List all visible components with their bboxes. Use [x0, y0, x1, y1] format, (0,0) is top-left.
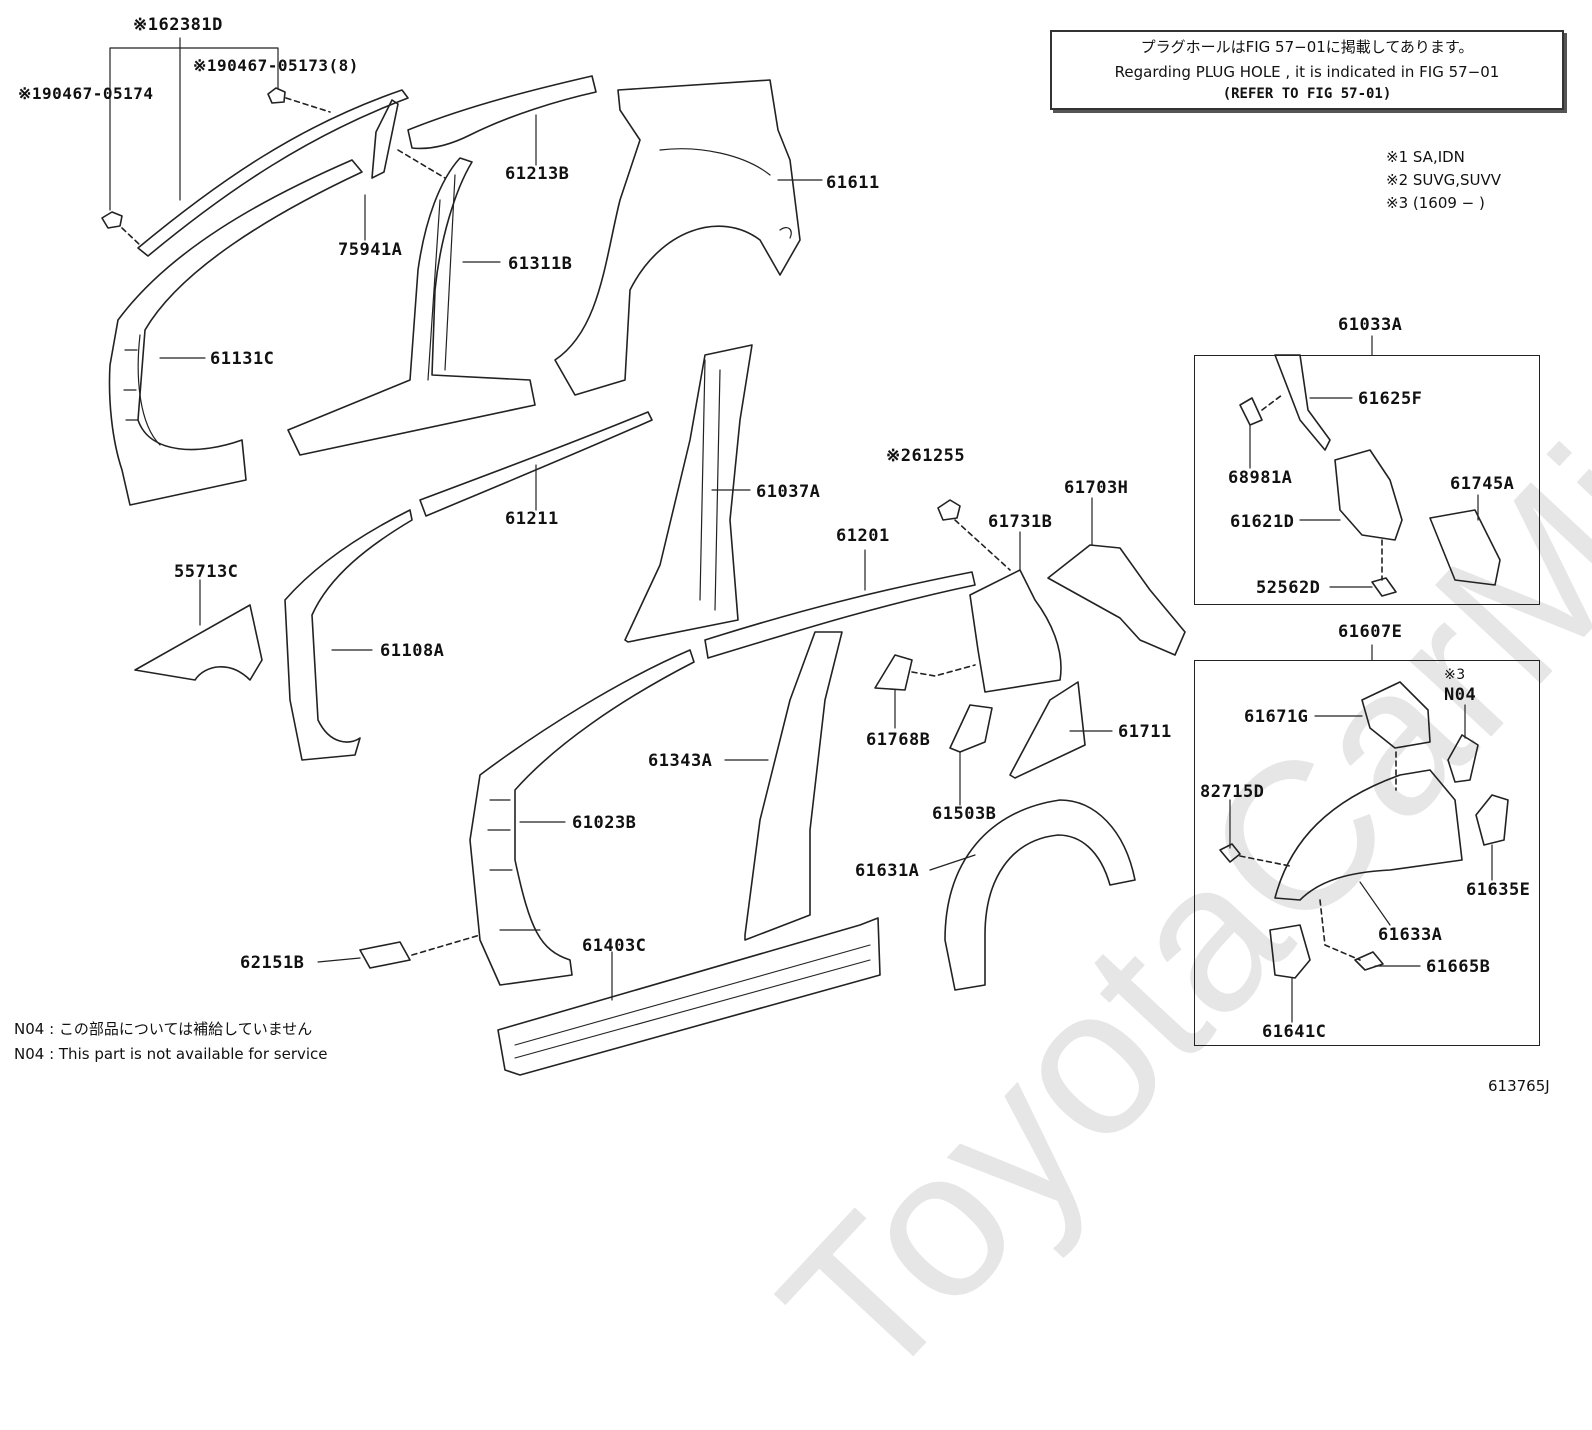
label-61711: 61711	[1118, 722, 1172, 742]
label-61403C: 61403C	[582, 936, 647, 956]
label-52562D: 52562D	[1256, 578, 1321, 598]
label-61768B: 61768B	[866, 730, 931, 750]
part-61131C-shape	[108, 159, 363, 506]
diagram-drawing	[101, 37, 1509, 1076]
label-68981A: 68981A	[1228, 468, 1293, 488]
label-61635E: 61635E	[1466, 880, 1531, 900]
label-62381D: ※162381D	[133, 15, 223, 35]
label-61621D: 61621D	[1230, 512, 1295, 532]
footer-en: N04 : This part is not available for ser…	[14, 1045, 328, 1063]
note-en: Regarding PLUG HOLE , it is indicated in…	[1114, 63, 1500, 81]
note-jp: プラグホールはFIG 57−01に掲載してあります。	[1140, 38, 1474, 56]
part-68981A-shape	[1239, 397, 1263, 426]
label-61213B: 61213B	[505, 164, 570, 184]
clip-90467-05173-shape	[267, 87, 286, 104]
label-61108A: 61108A	[380, 641, 445, 661]
part-N04-shape	[1447, 734, 1479, 783]
note-ref: (REFER TO FIG 57-01)	[1222, 86, 1392, 102]
clip-90467-05174-shape	[101, 211, 123, 229]
label-61633A: 61633A	[1378, 925, 1443, 945]
part-61621D-shape	[1334, 449, 1403, 541]
part-61731B-shape	[969, 569, 1062, 693]
label-61671G: 61671G	[1244, 707, 1309, 727]
leader-62381D	[109, 37, 279, 211]
part-61023B-shape	[469, 649, 695, 986]
label-61625F: 61625F	[1358, 389, 1423, 409]
part-61768B-shape	[874, 654, 913, 691]
variant-2: ※2 SUVG,SUVV	[1386, 171, 1502, 189]
part-61671G-shape	[1361, 681, 1431, 749]
dash-clip-1	[121, 227, 141, 246]
part-61311B-shape	[287, 157, 536, 456]
part-62381D-shape	[137, 89, 409, 257]
part-61633A-shape	[1274, 769, 1463, 901]
label-N04: N04	[1444, 685, 1477, 705]
label-61641C: 61641C	[1262, 1022, 1327, 1042]
label-61343A: 61343A	[648, 751, 713, 771]
part-52562D-shape	[1371, 577, 1397, 597]
label-61607E: 61607E	[1338, 622, 1403, 642]
part-61255-shape	[937, 499, 961, 521]
label-61665B: 61665B	[1426, 957, 1491, 977]
part-55713C-shape	[134, 604, 263, 681]
part-61503B-shape	[949, 704, 993, 753]
part-61665B-shape	[1354, 951, 1384, 971]
label-61037A: 61037A	[756, 482, 821, 502]
dash-clip-2	[285, 97, 331, 113]
label-75941A: 75941A	[338, 240, 403, 260]
part-61403C-shape	[497, 917, 881, 1076]
label-55713C: 55713C	[174, 562, 239, 582]
label-note3: ※3	[1444, 667, 1466, 683]
label-82715D: 82715D	[1200, 782, 1265, 802]
label-61201: 61201	[836, 526, 890, 546]
part-61711-shape	[1009, 681, 1086, 779]
label-61703H: 61703H	[1064, 478, 1129, 498]
plug-hole-note: プラグホールはFIG 57−01に掲載してあります。 Regarding PLU…	[1050, 30, 1564, 110]
label-61503B: 61503B	[932, 804, 997, 824]
part-61745A-shape	[1429, 509, 1501, 586]
label-61033A: 61033A	[1338, 315, 1403, 335]
label-90467-05173: ※190467-05173(8)	[193, 56, 359, 75]
part-62151B-shape	[359, 941, 411, 969]
label-61255: ※261255	[886, 446, 966, 466]
part-61213B-shape	[407, 75, 597, 150]
label-62151B: 62151B	[240, 953, 305, 973]
label-61611: 61611	[826, 173, 880, 193]
label-61311B: 61311B	[508, 254, 573, 274]
label-61131C: 61131C	[210, 349, 275, 369]
part-61703H-shape	[1047, 544, 1186, 656]
variant-3: ※3 (1609 − )	[1386, 194, 1485, 212]
part-61201-shape	[704, 571, 976, 659]
label-61211: 61211	[505, 509, 559, 529]
footer-jp: N04 : この部品については補給していません	[14, 1020, 313, 1038]
part-82715D-shape	[1219, 843, 1241, 863]
part-61108A-shape	[284, 509, 413, 761]
figure-id: 613765J	[1488, 1077, 1550, 1095]
part-61037A-shape	[624, 344, 753, 643]
label-90467-05174: ※190467-05174	[18, 84, 154, 103]
part-61343A-shape	[744, 631, 843, 941]
part-61641C-shape	[1269, 924, 1311, 979]
variant-1: ※1 SA,IDN	[1386, 148, 1465, 166]
part-75941A-shape	[371, 99, 399, 179]
label-61745A: 61745A	[1450, 474, 1515, 494]
label-61631A: 61631A	[855, 861, 920, 881]
parts-diagram: ToyotaCarMine.ru	[14, 15, 1592, 1427]
part-61611-shape	[554, 79, 801, 396]
part-61635E-shape	[1475, 794, 1509, 846]
part-61631A-shape	[944, 799, 1136, 991]
assembly-box-61033A	[1194, 355, 1540, 605]
part-61211-shape	[419, 411, 653, 517]
assembly-box-61607E	[1194, 660, 1540, 1046]
variant-legend: ※1 SA,IDN ※2 SUVG,SUVV ※3 (1609 − )	[1386, 146, 1501, 215]
label-61023B: 61023B	[572, 813, 637, 833]
label-61731B: 61731B	[988, 512, 1053, 532]
